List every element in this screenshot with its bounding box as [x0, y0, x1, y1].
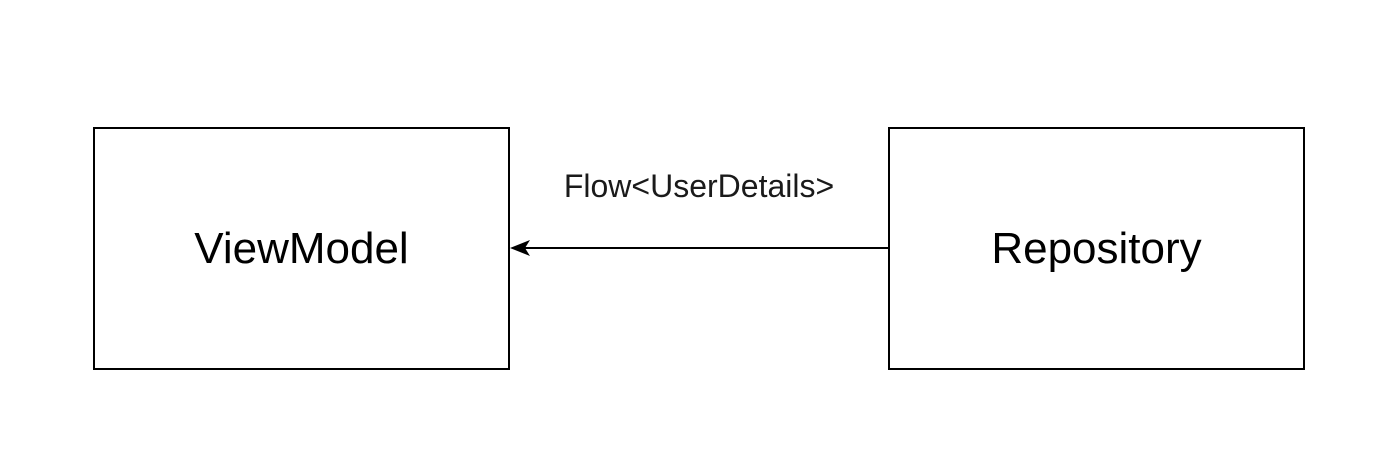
arrow-head	[510, 240, 530, 256]
flow-edge-label: Flow<UserDetails>	[563, 168, 835, 204]
viewmodel-label: ViewModel	[194, 223, 409, 273]
repository-node: Repository	[888, 127, 1305, 370]
repository-label: Repository	[991, 223, 1202, 273]
viewmodel-node: ViewModel	[93, 127, 510, 370]
